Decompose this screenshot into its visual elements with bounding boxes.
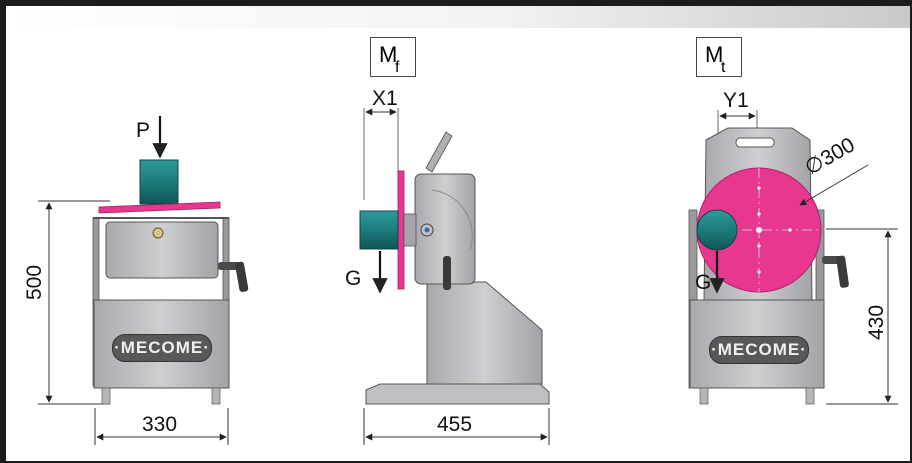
moment-box-mf-sub: f [395,59,400,76]
moment-box-mt: M t [696,37,742,77]
side-view [359,108,550,445]
load-cylinder [139,159,179,205]
front-view-left [38,116,249,445]
side-load-cylinder [359,210,399,250]
width-dimension-455: 455 [437,413,473,436]
height-dimension-500: 500 [23,264,46,300]
diameter-leader [799,164,869,206]
mecome-logo-left: ·MECOME· [112,334,212,362]
width-dimension-330: 330 [142,413,178,436]
side-base [365,383,550,405]
height-dimension-430: 430 [865,304,888,340]
mecome-logo-right: ·MECOME· [709,336,809,364]
side-table [397,170,405,290]
offset-dimension-y1: Y1 [723,89,749,112]
front-view-right [688,110,898,405]
moment-box-mf-main: M [379,42,398,67]
moment-box-mf: M f [370,37,416,77]
weight-label-g-right: G [695,271,712,294]
moment-box-mt-main: M [705,42,724,67]
moment-box-mt-sub: t [721,59,726,76]
weight-label-g-side: G [345,267,362,290]
right-load-cylinder [696,209,738,251]
magenta-table [98,201,221,214]
side-column [426,281,543,385]
header-fade [6,6,910,28]
offset-dimension-x1: X1 [372,87,398,110]
head-housing [105,221,219,279]
load-label-p: P [136,119,151,142]
